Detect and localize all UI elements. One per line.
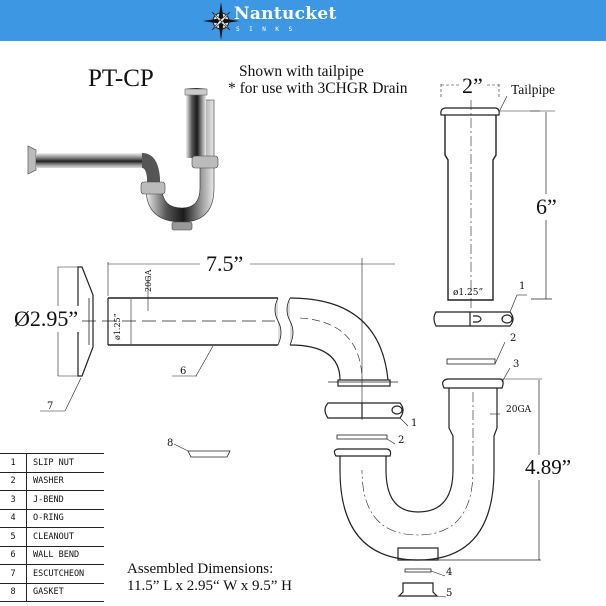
- part-name: WALL BEND: [26, 545, 104, 565]
- note-drain: * for use with 3CHGR Drain: [228, 80, 408, 97]
- callout-j-bend: 3: [513, 359, 520, 370]
- j-bend-gauge-label: 20GA: [506, 405, 532, 415]
- assembled-dimensions: Assembled Dimensions: 11.5” L x 2.95“ W …: [127, 561, 292, 595]
- part-number: 1: [0, 453, 27, 472]
- escutcheon-diameter-dimension: Ø2.95”: [12, 306, 81, 332]
- callout-o-ring: 4: [446, 567, 453, 578]
- callout-washer-top: 2: [510, 333, 517, 344]
- callout-wall-bend: 6: [180, 366, 187, 377]
- part-number: 6: [0, 545, 27, 565]
- washer-mid: [336, 434, 396, 445]
- callout-washer-mid: 2: [398, 435, 405, 446]
- part-number: 4: [0, 508, 27, 528]
- product-photo: [27, 88, 219, 231]
- part-name: CLEANOUT: [26, 527, 104, 546]
- gasket-drawing: [173, 443, 231, 458]
- part-number: 5: [0, 527, 27, 546]
- part-name: O-RING: [26, 508, 104, 528]
- part-number: 8: [0, 582, 27, 602]
- note-tailpipe: Shown with tailpipe: [239, 63, 364, 80]
- j-bend-drawing: [333, 367, 542, 561]
- escutcheon-drawing: [40, 266, 94, 412]
- part-number: 2: [0, 471, 27, 491]
- slip-nut-top: [433, 294, 527, 327]
- part-name: WASHER: [26, 471, 104, 491]
- part-name: J-BEND: [26, 490, 104, 509]
- callout-cleanout: 5: [446, 588, 453, 599]
- tailpipe-diameter-label: ø1.25”: [453, 288, 484, 298]
- tailpipe-label: Tailpipe: [511, 82, 556, 97]
- part-number: 7: [0, 564, 27, 583]
- tailpipe-width-dimension: 2”: [460, 73, 485, 99]
- wall-bend-gauge-label: 20GA: [144, 269, 153, 292]
- assembled-value: 11.5” L x 2.95“ W x 9.5” H: [127, 578, 292, 594]
- wall-bend-diameter-label: ø1.25”: [113, 313, 122, 340]
- brand-name: Nantucket: [234, 4, 337, 24]
- washer-top: [446, 341, 506, 365]
- callout-slip-nut-top: 1: [519, 281, 526, 292]
- compass-rose-icon: [203, 2, 239, 40]
- wall-bend-length-dimension: 7.5”: [204, 251, 246, 277]
- callout-escutcheon: 7: [47, 401, 54, 412]
- brand-header: Nantucket SINKS: [0, 0, 606, 41]
- wall-bend-drawing: [82, 258, 398, 420]
- j-bend-height-dimension: 4.89”: [523, 455, 574, 480]
- part-name: GASKET: [26, 582, 104, 602]
- part-number: 3: [0, 490, 27, 509]
- callout-gasket: 8: [167, 438, 174, 449]
- model-number: PT-CP: [88, 65, 154, 92]
- callout-slip-nut-mid: 1: [411, 418, 418, 429]
- brand-subtitle: SINKS: [236, 26, 302, 33]
- tailpipe-height-dimension: 6”: [534, 194, 559, 220]
- cleanout-drawing: [397, 582, 447, 598]
- part-name: SLIP NUT: [26, 453, 104, 472]
- assembled-heading: Assembled Dimensions:: [127, 561, 274, 577]
- part-name: ESCUTCHEON: [26, 564, 104, 583]
- slip-nut-mid: [324, 402, 409, 427]
- o-ring-drawing: [404, 568, 446, 577]
